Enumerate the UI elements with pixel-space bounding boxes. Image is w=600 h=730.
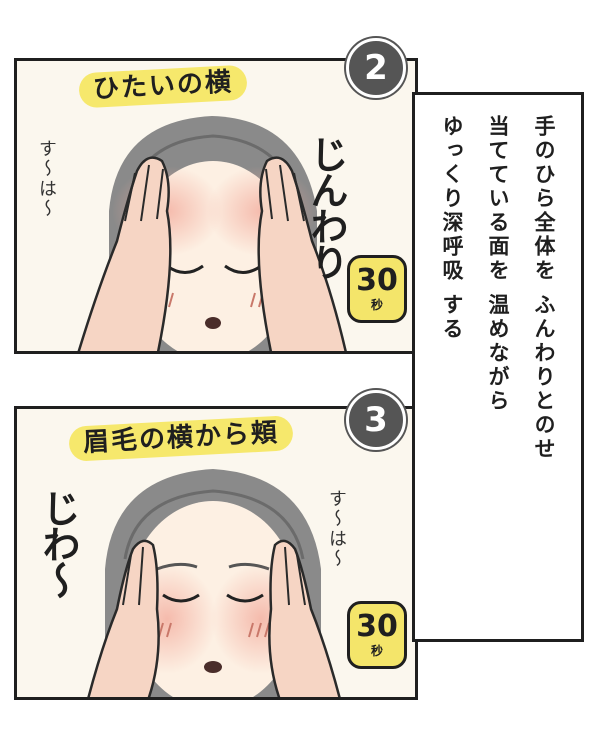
sfx-warm: じわ〜 [36,489,80,597]
timer-unit: 秒 [370,644,383,658]
timer-badge: 30 秒 [347,255,407,323]
sfx-warm: じんわり [304,135,348,279]
timer-seconds: 30 [356,609,398,644]
step-number-badge: 3 [346,390,406,450]
breath-sfx: す〜は〜 [36,139,57,219]
panel-eyebrow-cheek: 眉毛の横から頬 じわ〜 す〜は〜 30 秒 [14,406,418,700]
panel-forehead: ひたいの横 す〜は〜 じんわり 30 秒 [14,58,418,354]
instruction-line-2: 当てている面を 温めながら [486,115,510,414]
instruction-line-1: 手のひら全体を ふんわりとのせ [532,115,556,462]
timer-badge: 30 秒 [347,601,407,669]
instruction-textbox: 手のひら全体を ふんわりとのせ 当てている面を 温めながら ゆっくり深呼吸 する [412,92,584,642]
timer-seconds: 30 [356,263,398,298]
step-number-badge: 2 [346,38,406,98]
woman-illustration-forehead [77,116,347,351]
timer-unit: 秒 [370,298,383,312]
woman-illustration-cheek [87,469,341,697]
breath-sfx: す〜は〜 [326,489,347,569]
instruction-line-3: ゆっくり深呼吸 する [440,115,464,342]
